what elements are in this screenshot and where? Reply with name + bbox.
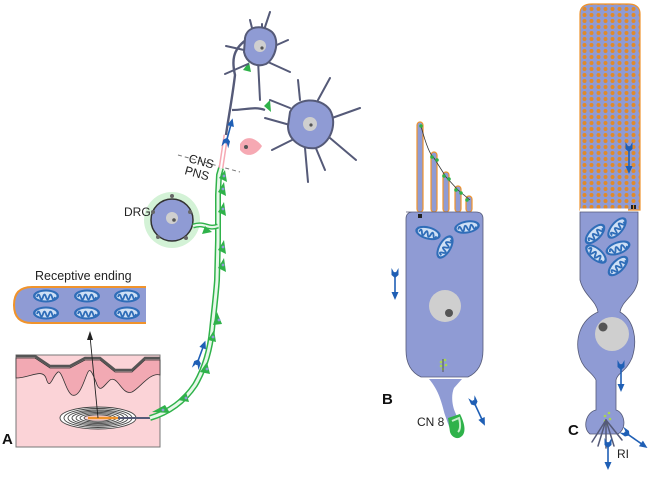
cns-pns-boundary [177, 154, 241, 173]
ri-label: RI [617, 447, 629, 461]
rod-outer-segment [579, 3, 641, 211]
drg-ganglion [144, 192, 219, 248]
drg-label: DRG [124, 205, 151, 219]
upper-neuron [224, 11, 291, 101]
nucleus [429, 290, 461, 322]
skin-section [15, 354, 161, 448]
arrow-down-icon [390, 267, 400, 301]
peripheral-axon [149, 167, 227, 421]
receptive-ending-label: Receptive ending [35, 269, 132, 283]
panel-b: CN 8 B [382, 121, 489, 439]
stereocilia [416, 121, 473, 213]
arrow-down-icon [616, 359, 626, 393]
cn8-label: CN 8 [417, 415, 445, 429]
receptive-ending [12, 286, 146, 324]
lower-neuron [264, 77, 361, 183]
panel-c-label: C [568, 422, 579, 439]
panel-b-label: B [382, 391, 393, 408]
cns-label: CNS [187, 151, 215, 171]
nucleus [595, 317, 629, 351]
panel-c: RI C [568, 3, 650, 471]
panel-a-label: A [2, 431, 13, 448]
panel-a: Receptive ending [2, 11, 361, 448]
pointer-arrow [87, 331, 99, 419]
pns-label: PNS [183, 163, 210, 183]
arrow-down-icon [603, 437, 613, 471]
arrow-down-icon [467, 394, 489, 428]
